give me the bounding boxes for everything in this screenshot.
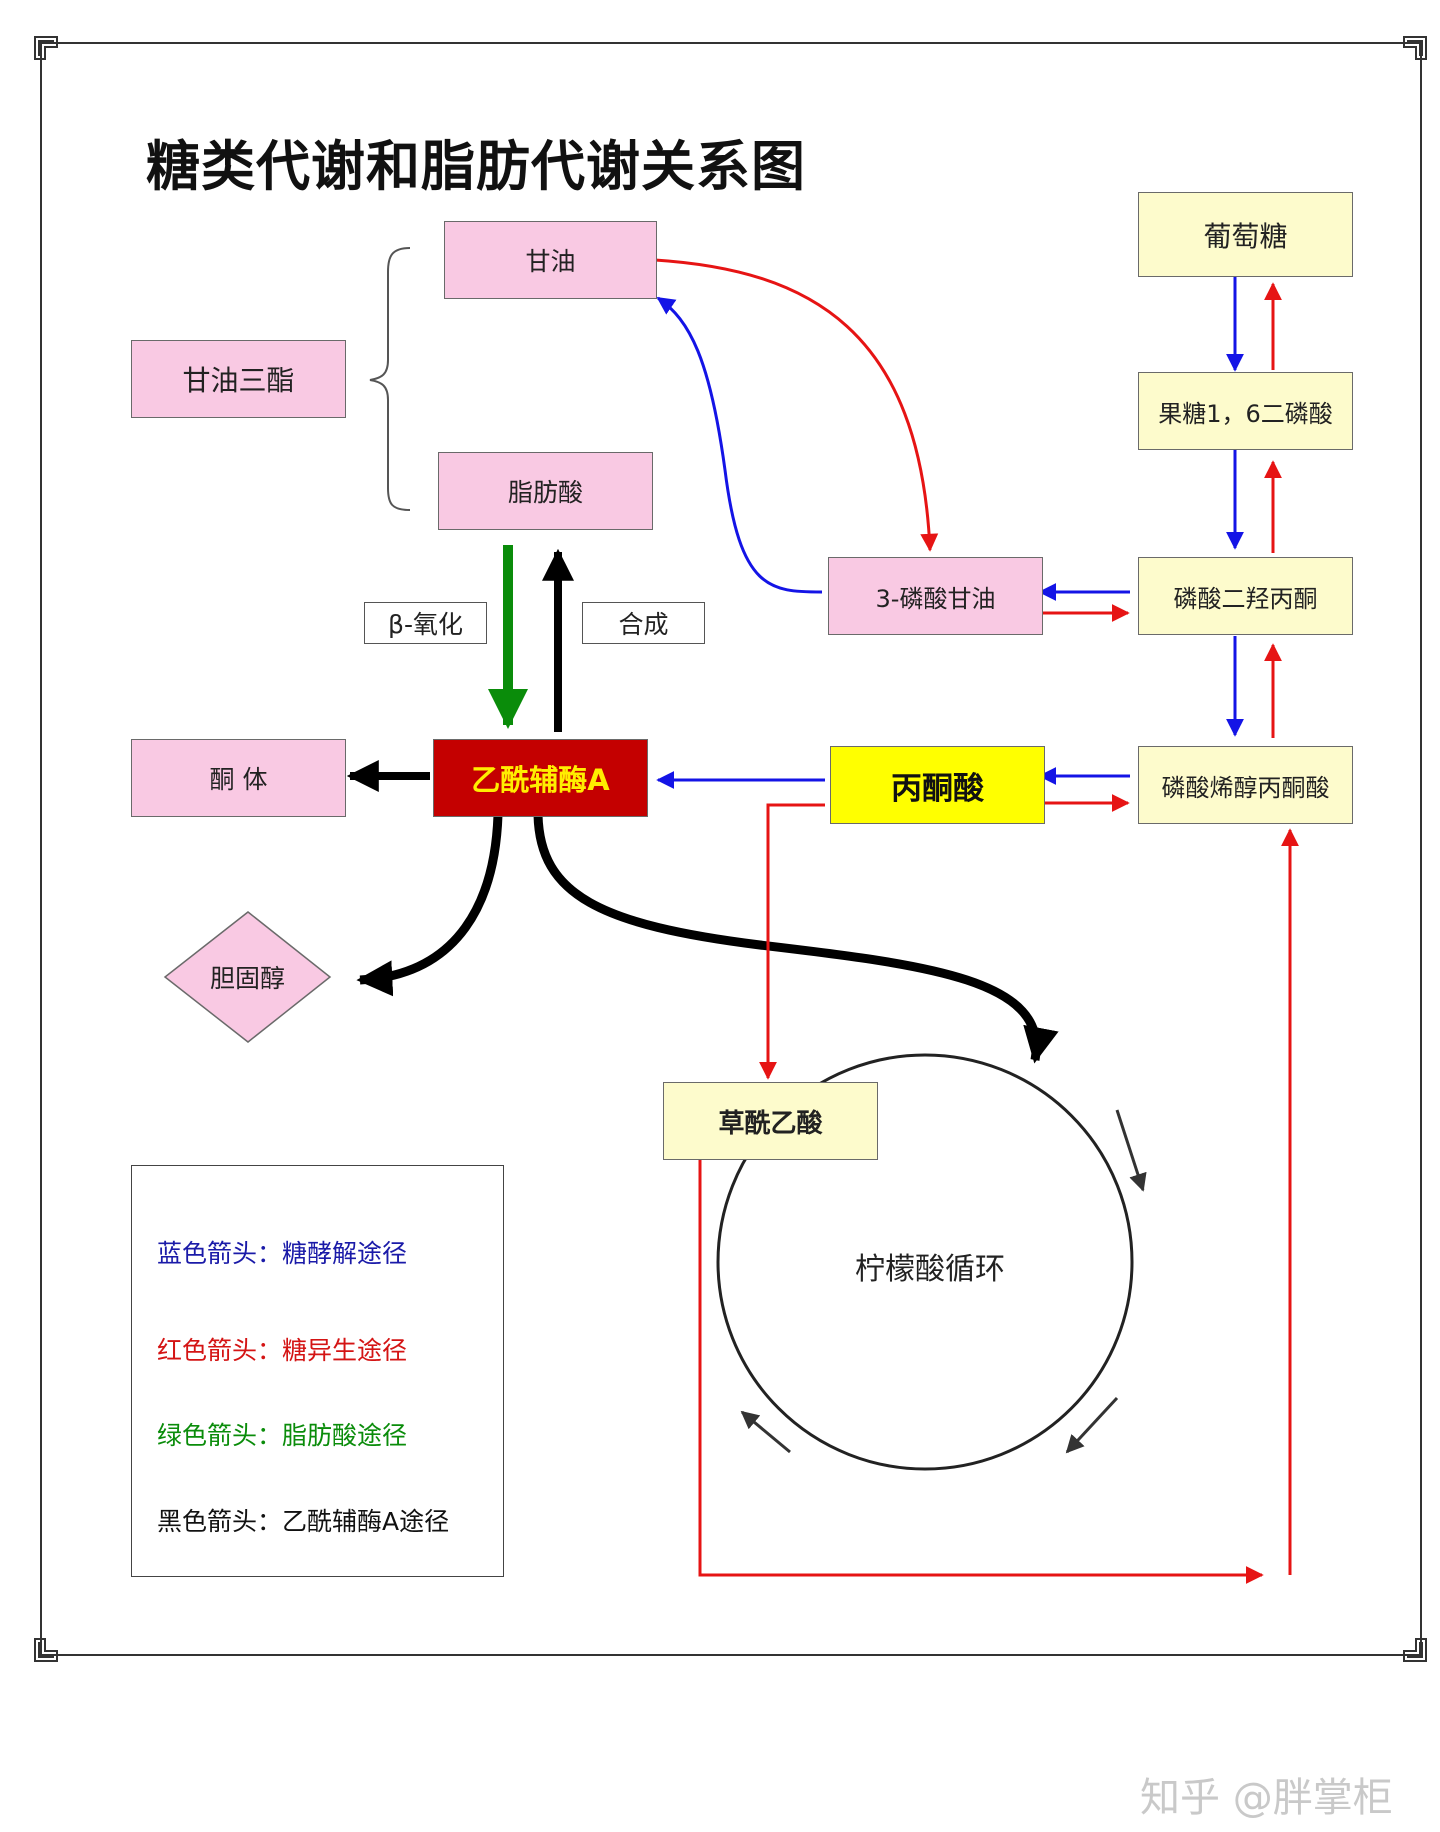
cycle-direction-arrow-2 [1065,1396,1119,1454]
legend-item-green: 绿色箭头：脂肪酸途径 [157,1421,408,1450]
cholesterol-diamond [163,911,332,1043]
node-cholesterol-label: 胆固醇 [209,964,285,993]
arrow-pyruvate-to-oxaloacetate [759,803,825,1080]
node-ketone-body: 酮 体 [131,739,346,817]
node-pyruvate: 丙酮酸 [830,746,1045,824]
arrow-g3p-to-glycerol [656,296,823,594]
tca-cycle-label: 柠檬酸循环 [855,1252,1005,1287]
watermark: 知乎 @胖掌柜 [1140,1775,1393,1821]
diagram-title: 糖类代谢和脂肪代谢关系图 [146,135,806,198]
node-oxaloacetate: 草酰乙酸 [663,1082,878,1160]
node-triglyceride: 甘油三酯 [131,340,346,418]
legend-item-red: 红色箭头：糖异生途径 [157,1336,408,1365]
legend-box: 蓝色箭头：糖酵解途径 红色箭头：糖异生途径 绿色箭头：脂肪酸途径 黑色箭头：乙酰… [131,1165,504,1577]
legend-item-blue: 蓝色箭头：糖酵解途径 [157,1239,408,1268]
corner-ornament-top-left [34,36,58,60]
node-cholesterol: 胆固醇 [165,912,330,1042]
arrow-acetyl-to-tca [533,814,1059,1064]
corner-ornament-bottom-right [1403,1638,1427,1662]
label-synthesis: 合成 [582,602,705,644]
node-fructose-bisphosphate: 果糖1，6二磷酸 [1138,372,1353,450]
corner-ornament-top-right [1403,36,1427,60]
label-beta-oxidation: β-氧化 [364,602,487,644]
arrow-oxaloacetate-to-pep [698,1160,1264,1584]
legend-item-black: 黑色箭头：乙酰辅酶A途径 [157,1507,450,1536]
page-frame [40,42,1422,1656]
tca-cycle-circle [716,1053,1134,1471]
node-dihydroxyacetone-phosphate: 磷酸二羟丙酮 [1138,557,1353,635]
node-glycerol-3-phosphate: 3-磷酸甘油 [828,557,1043,635]
node-fatty-acid: 脂肪酸 [438,452,653,530]
arrow-acetyl-to-cholesterol [356,814,503,997]
node-glycerol: 甘油 [444,221,657,299]
grouping-brace [369,247,411,511]
cycle-direction-arrow-3 [740,1410,791,1454]
cycle-direction-arrow-1 [1115,1109,1147,1192]
node-acetyl-coa: 乙酰辅酶A [433,739,648,817]
corner-ornament-bottom-left [34,1638,58,1662]
node-phosphoenolpyruvate: 磷酸烯醇丙酮酸 [1138,746,1353,824]
arrow-glycerol-to-g3p [654,258,939,552]
node-glucose: 葡萄糖 [1138,192,1353,277]
